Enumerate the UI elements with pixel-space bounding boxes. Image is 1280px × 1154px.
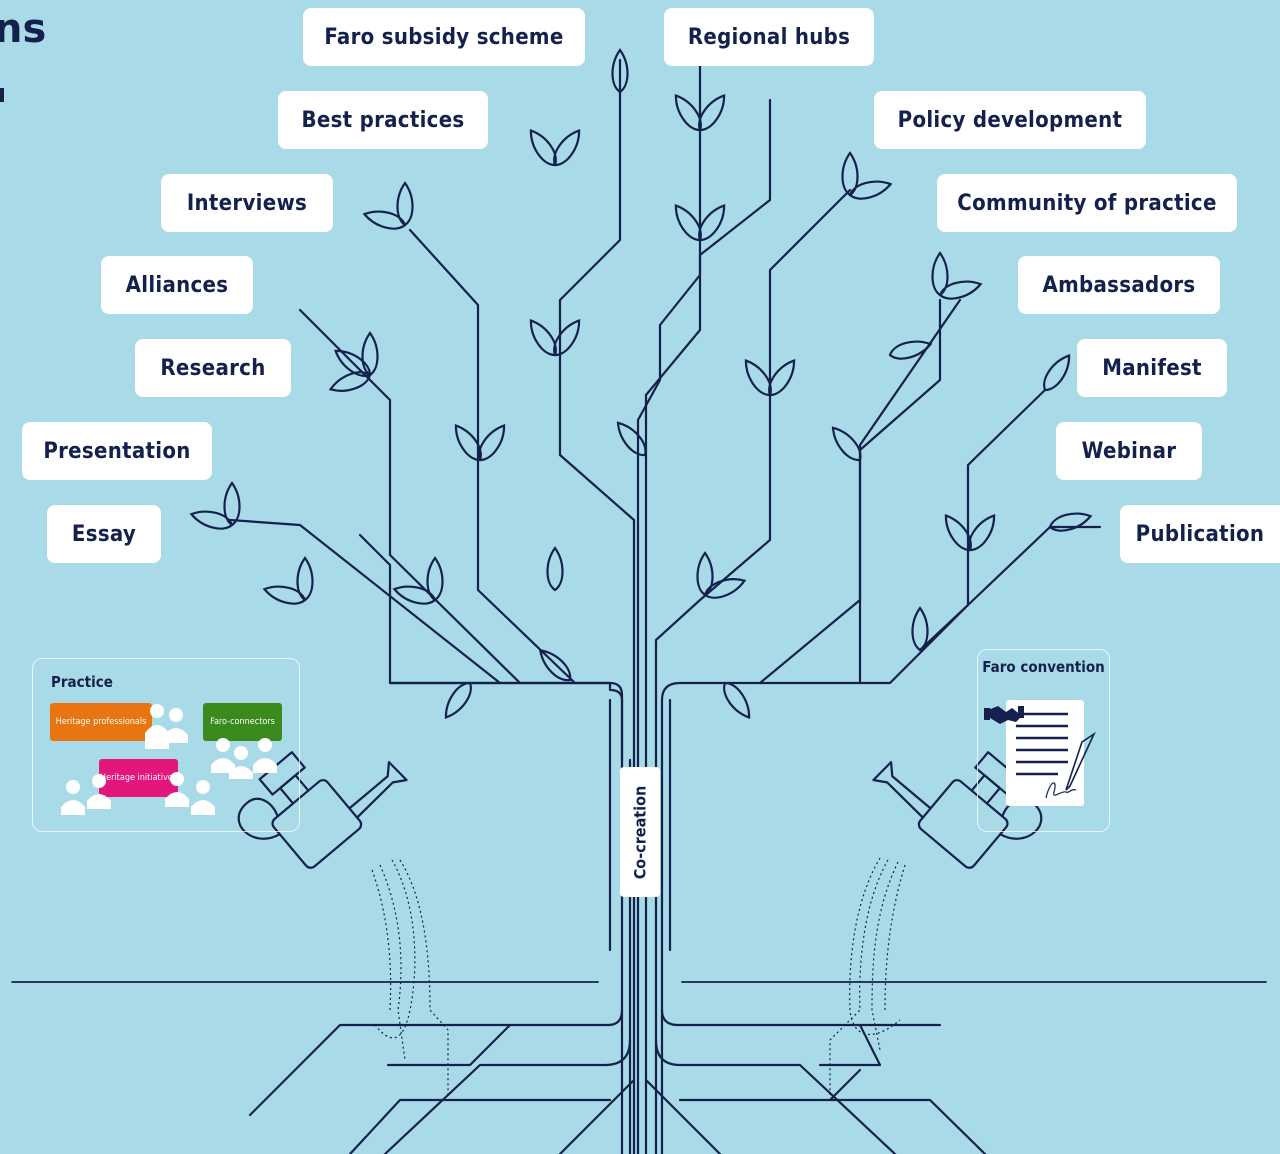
faro-convention-title: Faro convention — [982, 658, 1105, 676]
practice-panel: Practice Heritage professionals Faro-con… — [32, 658, 300, 832]
person-icon-group — [61, 704, 277, 815]
tag-heritage-professionals: Heritage professionals — [50, 703, 152, 741]
label-webinar: Webinar — [1056, 422, 1202, 480]
label-essay: Essay — [47, 505, 161, 563]
label-manifest: Manifest — [1077, 339, 1227, 397]
faro-convention-panel: Faro convention — [977, 649, 1110, 832]
label-policy-development: Policy development — [874, 91, 1146, 149]
handshake-icon — [984, 706, 1024, 724]
trunk-label-text: Co-creation — [630, 785, 650, 879]
label-publication: Publication — [1120, 505, 1280, 563]
watering-can-icon — [237, 751, 408, 869]
tag-heritage-initiatives: Heritage initiatives — [99, 759, 178, 797]
label-interviews: Interviews — [161, 174, 333, 232]
label-presentation: Presentation — [22, 422, 212, 480]
label-research: Research — [135, 339, 291, 397]
pen-icon — [1065, 731, 1096, 791]
label-faro-subsidy-scheme: Faro subsidy scheme — [303, 8, 585, 66]
label-ambassadors: Ambassadors — [1018, 256, 1220, 314]
label-community-of-practice: Community of practice — [937, 174, 1237, 232]
label-best-practices: Best practices — [278, 91, 488, 149]
label-regional-hubs: Regional hubs — [664, 8, 874, 66]
practice-panel-title: Practice — [51, 673, 113, 691]
trunk-label: Co-creation — [620, 767, 660, 897]
heading-fragment — [0, 88, 4, 102]
page-heading: ns — [0, 6, 47, 52]
label-alliances: Alliances — [101, 256, 253, 314]
tag-faro-connectors: Faro-connectors — [203, 703, 282, 741]
document-icon — [984, 700, 1096, 806]
